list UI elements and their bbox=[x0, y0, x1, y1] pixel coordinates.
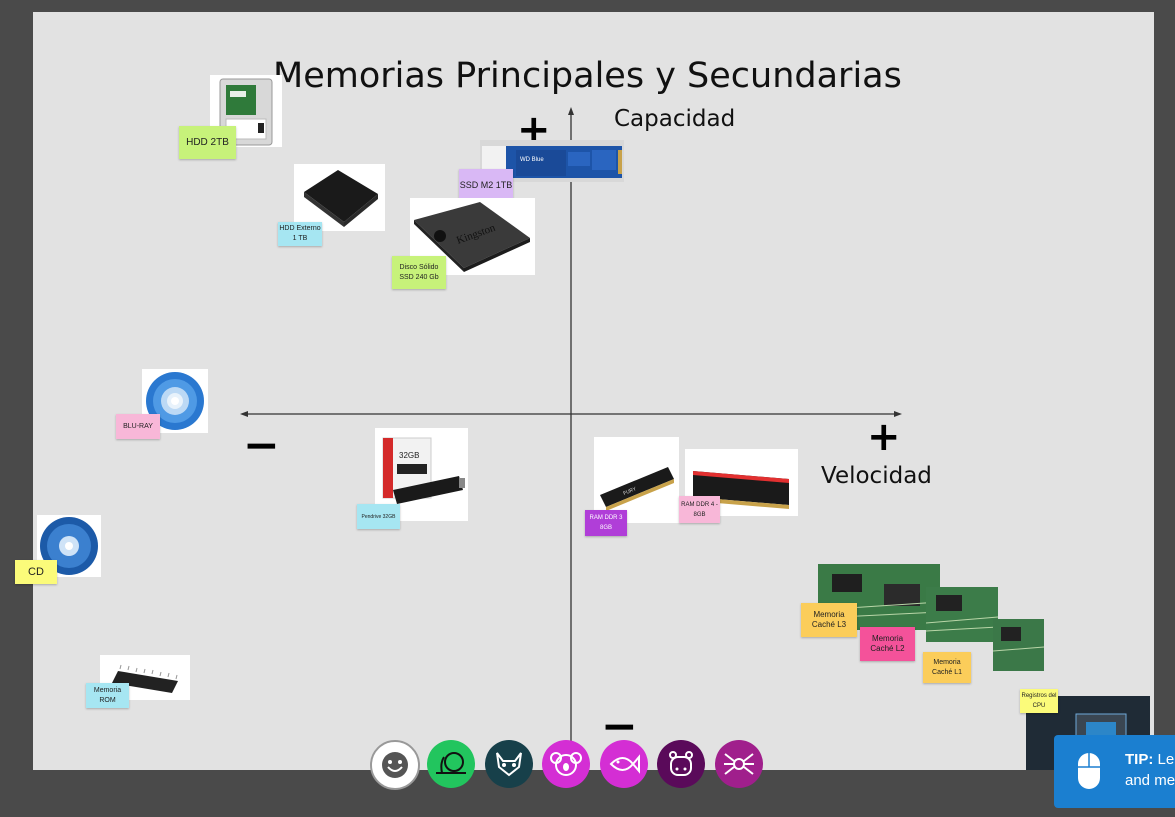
y-axis-arrow-top bbox=[568, 107, 574, 115]
whiteboard-canvas[interactable]: Memorias Principales y Secundarias Capac… bbox=[15, 12, 1154, 770]
tip-panel[interactable]: TIP: Le and me bbox=[1054, 735, 1175, 808]
cache-l1-image[interactable] bbox=[993, 619, 1044, 671]
hdd-externo-image[interactable] bbox=[294, 164, 385, 231]
sticky-note-rom[interactable]: Memoria ROM bbox=[86, 683, 129, 708]
mouse-icon bbox=[1078, 753, 1100, 789]
avatar-spider-button[interactable] bbox=[715, 740, 763, 788]
avatar-snail-button[interactable] bbox=[427, 740, 475, 788]
x-plus-sign[interactable]: + bbox=[867, 414, 901, 460]
smiley-icon bbox=[382, 752, 408, 778]
raccoon-icon bbox=[496, 752, 522, 777]
avatar-hippo-button[interactable] bbox=[657, 740, 705, 788]
avatar-koala-button[interactable] bbox=[542, 740, 590, 788]
hippo-icon bbox=[669, 751, 693, 776]
ram-brand-text: FURY bbox=[623, 486, 638, 497]
x-axis-arrow-right bbox=[894, 411, 902, 417]
sticky-note-disco-solido[interactable]: Disco Sólido SSD 240 Gb bbox=[392, 256, 446, 289]
avatar-fish-button[interactable] bbox=[600, 740, 648, 788]
avatar-smiley-button[interactable] bbox=[370, 740, 420, 790]
ssd-m2-image[interactable]: WD Blue bbox=[480, 140, 624, 182]
sticky-note-bluray[interactable]: BLU-RAY bbox=[116, 414, 160, 439]
sticky-note-cache-l1[interactable]: Memoria Caché L1 bbox=[923, 652, 971, 683]
y-axis-label[interactable]: Capacidad bbox=[614, 106, 736, 132]
wd-blue-text: WD Blue bbox=[520, 157, 544, 163]
sticky-note-cd[interactable]: CD bbox=[15, 560, 57, 584]
sticky-note-cache-l2[interactable]: Memoria Caché L2 bbox=[860, 627, 915, 661]
sticky-note-cache-l3[interactable]: Memoria Caché L3 bbox=[801, 603, 857, 637]
fish-icon bbox=[609, 754, 640, 774]
sticky-note-ram-ddr4[interactable]: RAM DDR 4 - 8GB bbox=[679, 496, 720, 523]
tip-text-line2: and me bbox=[1125, 772, 1175, 789]
hdd-2tb-image[interactable] bbox=[210, 75, 282, 147]
cache-l2-image[interactable] bbox=[926, 587, 998, 642]
sticky-note-hdd-externo[interactable]: HDD Externo 1 TB bbox=[278, 222, 322, 246]
snail-icon bbox=[436, 752, 466, 774]
tip-text: TIP: Le and me bbox=[1125, 749, 1175, 791]
avatar-raccoon-button[interactable] bbox=[485, 740, 533, 788]
bluray-disc-image[interactable] bbox=[142, 369, 208, 433]
sticky-note-pendrive[interactable]: Pendrive 32GB bbox=[357, 504, 400, 529]
tip-label: TIP: bbox=[1125, 751, 1154, 768]
ram-ddr3-image[interactable]: FURY bbox=[594, 437, 679, 523]
sticky-note-registros[interactable]: Registros del CPU bbox=[1020, 689, 1058, 713]
sticky-note-ram-ddr3[interactable]: RAM DDR 3 8GB bbox=[585, 510, 627, 536]
usb-capacity-text: 32GB bbox=[399, 451, 419, 460]
ram-ddr4-image[interactable] bbox=[685, 449, 798, 516]
x-axis-label[interactable]: Velocidad bbox=[821, 463, 932, 489]
x-axis-arrow-left bbox=[240, 411, 248, 417]
sticky-note-hdd-2tb[interactable]: HDD 2TB bbox=[179, 126, 236, 159]
koala-icon bbox=[550, 752, 582, 776]
sticky-note-ssd-m2[interactable]: SSD M2 1TB bbox=[459, 169, 513, 201]
spider-icon bbox=[724, 753, 754, 775]
tip-text-line1: Le bbox=[1157, 751, 1175, 768]
board-title[interactable]: Memorias Principales y Secundarias bbox=[273, 56, 902, 96]
x-minus-sign[interactable]: − bbox=[243, 420, 280, 471]
